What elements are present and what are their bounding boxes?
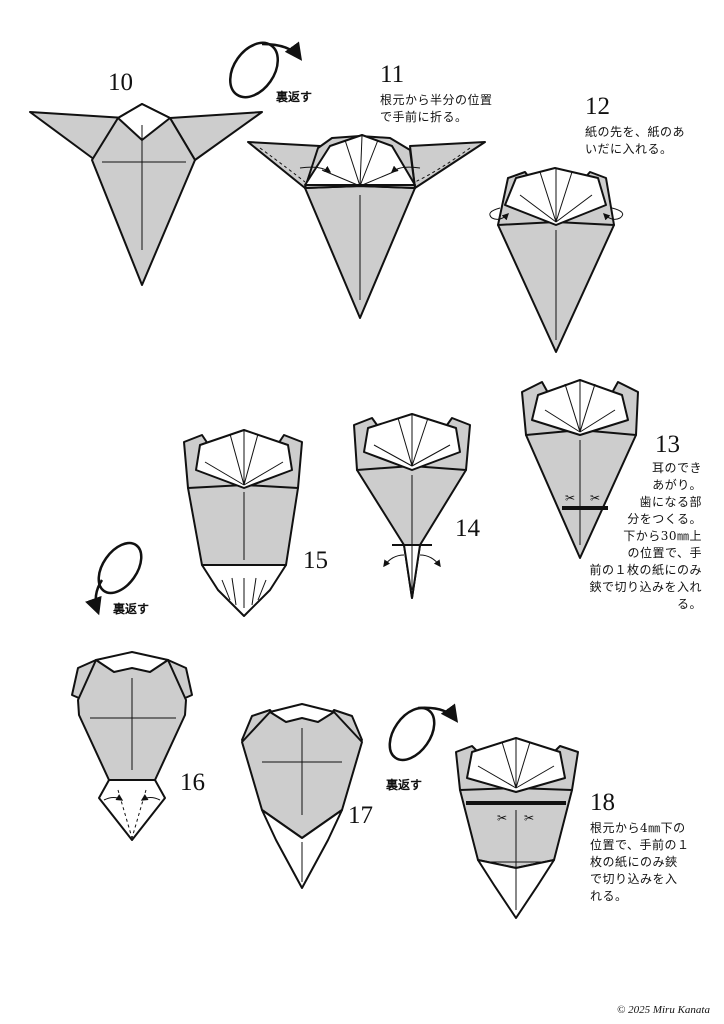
step-11-figure bbox=[247, 134, 486, 319]
step-number: 10 bbox=[108, 69, 133, 96]
flip-label: 裏返す bbox=[113, 602, 150, 616]
step-17-figure bbox=[241, 703, 363, 889]
flip-arrow-icon bbox=[228, 41, 303, 99]
copyright: © 2025 Miru Kanata bbox=[616, 1004, 710, 1016]
step-number: 15 bbox=[303, 547, 328, 574]
step-15-figure bbox=[183, 429, 303, 617]
step-14-figure bbox=[353, 413, 471, 599]
svg-text:✂: ✂ bbox=[497, 811, 507, 825]
step-18-figure: ✂ ✂ bbox=[455, 737, 579, 919]
step-13-figure: ✂ ✂ bbox=[521, 379, 639, 559]
step-10-figure bbox=[29, 103, 263, 286]
step-16-figure bbox=[71, 651, 193, 841]
flip-label: 裏返す bbox=[276, 90, 313, 104]
step-number: 12 bbox=[585, 93, 610, 120]
flip-arrow-icon bbox=[388, 703, 459, 762]
svg-text:✂: ✂ bbox=[590, 491, 600, 505]
step-number: 17 bbox=[348, 802, 373, 829]
flip-label: 裏返す bbox=[386, 778, 423, 792]
svg-text:✂: ✂ bbox=[524, 811, 534, 825]
flip-arrow-icon bbox=[85, 541, 143, 616]
step-number: 11 bbox=[380, 61, 405, 88]
step-number: 18 bbox=[590, 789, 615, 816]
step-number: 16 bbox=[180, 769, 205, 796]
step-18-instruction: 根元から4㎜下の 位置で、手前の１ 枚の紙にのみ鋏 で切り込みを入 れる。 bbox=[590, 821, 690, 903]
step-number: 14 bbox=[455, 515, 480, 542]
step-13-instruction: 耳のでき あがり。 歯になる部 分をつくる。 下から30㎜上 の位置で、手 前の… bbox=[589, 461, 702, 611]
step-number: 13 bbox=[655, 431, 680, 458]
step-12-instruction: 紙の先を、紙のあ いだに入れる。 bbox=[585, 125, 686, 156]
step-12-figure bbox=[489, 167, 624, 353]
svg-text:✂: ✂ bbox=[565, 491, 575, 505]
step-11-instruction: 根元から半分の位置 で手前に折る。 bbox=[380, 93, 493, 124]
